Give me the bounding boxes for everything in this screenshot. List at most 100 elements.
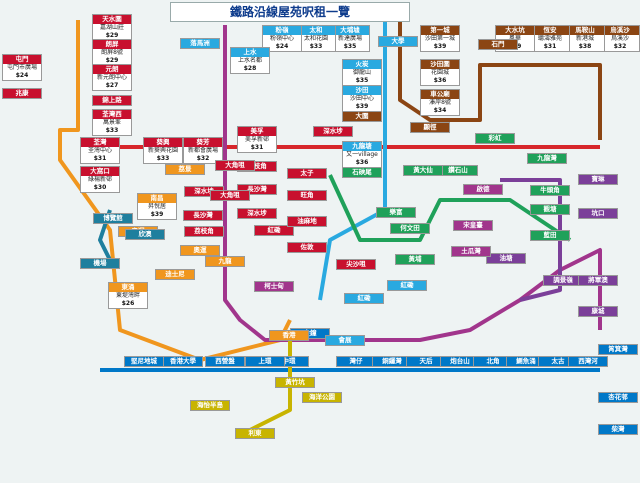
- station-card-tsuen-wan[interactable]: 荃灣荃灣中心$31: [80, 137, 120, 164]
- station-card-kennedy-town[interactable]: 堅尼地城: [124, 356, 164, 367]
- station-card-mong-kok[interactable]: 旺角: [287, 190, 327, 201]
- station-card-hung-hom[interactable]: 紅磡: [254, 225, 294, 236]
- station-card-ho-man-tin[interactable]: 何文田: [390, 223, 430, 234]
- station-card-sunny-bay[interactable]: 欣澳: [125, 229, 165, 240]
- station-card-mei-foo[interactable]: 美孚美孚新邨$31: [237, 126, 277, 153]
- station-name: 美孚: [238, 127, 276, 136]
- station-card-wong-tai-sin[interactable]: 黃大仙: [403, 165, 443, 176]
- station-card-ocean-park[interactable]: 海洋公園: [302, 392, 342, 403]
- station-card-sham-shui-po-2[interactable]: 深水埗: [237, 208, 277, 219]
- station-card-tai-wo[interactable]: 太和太和花園$33: [296, 25, 336, 52]
- station-card-tseung-kwan-o[interactable]: 將軍澳: [578, 275, 618, 286]
- station-card-tung-chung[interactable]: 東涌東堤灣畔$26: [108, 282, 148, 309]
- station-card-shau-kei-wan[interactable]: 筲箕灣: [598, 344, 638, 355]
- station-card-po-lam[interactable]: 寶琳: [578, 174, 618, 185]
- station-name: 九龍: [206, 257, 244, 266]
- line-tung-chung: [58, 20, 292, 362]
- station-card-siu-hong[interactable]: 兆康: [2, 88, 42, 99]
- station-card-lai-king[interactable]: 荔景: [165, 164, 205, 175]
- station-card-first-city[interactable]: 第一城沙田第一城$39: [420, 25, 460, 52]
- station-card-heng-on[interactable]: 恆安聽濤雅苑$31: [530, 25, 570, 52]
- station-card-tsim-sha-tsui[interactable]: 尖沙咀: [336, 259, 376, 270]
- station-card-sheung-shui[interactable]: 上水上水名都$28: [230, 47, 270, 74]
- station-card-tiu-keng-leng[interactable]: 調景嶺: [543, 275, 583, 286]
- station-card-cheung-sha-wan-2[interactable]: 長沙灣: [237, 184, 277, 195]
- station-card-tai-po-market[interactable]: 大埔墟新達廣場$35: [330, 25, 370, 52]
- station-card-sha-tin-wai[interactable]: 沙田圍花園城$36: [420, 59, 460, 86]
- station-card-hong-kong[interactable]: 香港: [269, 330, 309, 341]
- station-card-tai-kok-tsui[interactable]: 大角咀: [210, 190, 250, 201]
- station-card-tuen-mun[interactable]: 屯門屯門市廣場$24: [2, 54, 42, 81]
- station-card-choi-hung[interactable]: 彩虹: [475, 133, 515, 144]
- station-card-tai-wo-hau[interactable]: 大窩口綠楊新邨$30: [80, 166, 120, 193]
- station-name: 粉嶺: [263, 26, 301, 35]
- station-card-olympic-2[interactable]: 奧運: [180, 245, 220, 256]
- station-card-yuen-long[interactable]: 元朗新元朗中心$27: [92, 64, 132, 91]
- station-card-university[interactable]: 大學: [378, 36, 418, 47]
- station-card-lam-tin[interactable]: 藍田: [530, 230, 570, 241]
- estate-name: 朗屏8號: [101, 49, 123, 56]
- estate-name: 聽濤雅苑: [537, 35, 562, 42]
- station-card-shek-mun[interactable]: 石門: [478, 39, 518, 50]
- station-card-kai-tak[interactable]: 啟德: [463, 184, 503, 195]
- station-card-wan-chai[interactable]: 灣仔: [336, 356, 376, 367]
- station-card-sha-tin[interactable]: 沙田沙田中心$39: [342, 85, 382, 112]
- station-card-sai-wan-ho[interactable]: 西灣河: [568, 356, 608, 367]
- station-card-austin[interactable]: 柯士甸: [254, 281, 294, 292]
- station-card-kowloon-bay[interactable]: 九龍灣: [527, 153, 567, 164]
- station-card-ma-on-shan[interactable]: 馬鞍山新港城$38: [565, 25, 605, 52]
- station-name: 荃灣: [81, 138, 119, 147]
- station-card-hung-hom-2[interactable]: 紅磡: [344, 293, 384, 304]
- station-card-lei-tung[interactable]: 利東: [235, 428, 275, 439]
- station-card-yau-tong[interactable]: 油塘: [486, 253, 526, 264]
- station-card-prince-edward[interactable]: 太子: [287, 168, 327, 179]
- station-card-wu-kai-sha[interactable]: 烏溪沙烏溪沙$32: [600, 25, 640, 52]
- station-card-che-kung-temple[interactable]: 車公廟溱岸8號$34: [420, 89, 460, 116]
- station-card-kwun-tong[interactable]: 觀塘: [530, 204, 570, 215]
- station-card-kam-sheung-road[interactable]: 錦上路: [92, 95, 132, 106]
- station-card-south-horizons[interactable]: 海怡半島: [190, 400, 230, 411]
- rent-price: $39: [150, 211, 164, 218]
- station-card-airport[interactable]: 機場: [80, 258, 120, 269]
- station-card-kwai-fong[interactable]: 葵芳新都會廣場$32: [183, 137, 223, 164]
- station-card-tai-wai[interactable]: 大圍: [342, 111, 382, 122]
- station-card-hang-hau[interactable]: 坑口: [578, 208, 618, 219]
- station-card-disneyland[interactable]: 迪士尼: [155, 269, 195, 280]
- station-card-tin-shui-wai[interactable]: 天水圍嘉湖山莊$29: [92, 14, 132, 41]
- station-card-heng-fa-chuen[interactable]: 杏花邨: [598, 392, 638, 403]
- station-card-diamond-hill[interactable]: 鑽石山: [438, 165, 478, 176]
- station-card-sai-ying-pun[interactable]: 西營盤: [205, 356, 245, 367]
- station-card-jordan[interactable]: 佐敦: [287, 242, 327, 253]
- station-card-ho-man-tin-2[interactable]: 紅磡: [387, 280, 427, 291]
- station-card-sheung-wan[interactable]: 上環: [245, 356, 285, 367]
- station-card-nam-cheong[interactable]: 南昌昇悅居$39: [137, 193, 177, 220]
- station-card-lok-fu[interactable]: 樂富: [376, 207, 416, 218]
- station-card-hin-keng[interactable]: 顯徑: [410, 122, 450, 133]
- station-card-lok-ma-chau[interactable]: 落馬洲: [180, 38, 220, 49]
- station-name: 杏花邨: [599, 393, 637, 402]
- station-card-sham-shui-po-3[interactable]: 深水埗: [313, 126, 353, 137]
- station-card-lai-chi-kok[interactable]: 荔枝角: [184, 226, 224, 237]
- station-card-yau-ma-tei[interactable]: 油麻地: [287, 216, 327, 227]
- station-card-wong-chuk-hang[interactable]: 黃竹坑: [275, 377, 315, 388]
- station-card-shek-kip-mei[interactable]: 石硤尾: [342, 167, 382, 178]
- station-card-fo-tan[interactable]: 火炭御龍山$35: [342, 59, 382, 86]
- station-card-tai-kok-tsui-2[interactable]: 大角咀: [215, 160, 255, 171]
- station-card-to-kwa-wan[interactable]: 土瓜灣: [451, 246, 491, 257]
- station-card-kowloon[interactable]: 九龍: [205, 256, 245, 267]
- station-card-kowloon-tong[interactable]: 九龍塘又一village$36: [342, 141, 382, 168]
- station-card-fanling[interactable]: 粉嶺粉嶺中心$24: [262, 25, 302, 52]
- station-card-long-ping[interactable]: 朗屏朗屏8號$29: [92, 39, 132, 66]
- station-card-whampoa[interactable]: 黃埔: [395, 254, 435, 265]
- station-card-asia-world-expo[interactable]: 博覽館: [93, 213, 133, 224]
- station-card-hku[interactable]: 香港大學: [163, 356, 203, 367]
- station-card-exhibition[interactable]: 會展: [325, 335, 365, 346]
- station-card-kwai-hing[interactable]: 葵興新葵興花園$33: [143, 137, 183, 164]
- station-card-tsuen-wan-west[interactable]: 荃灣西萬景峯$33: [92, 109, 132, 136]
- station-card-lohas-park[interactable]: 康城: [578, 306, 618, 317]
- station-card-sung-wong-toi[interactable]: 宋皇臺: [453, 220, 493, 231]
- station-card-cheung-sha-wan[interactable]: 長沙灣: [183, 210, 223, 221]
- station-card-chai-wan[interactable]: 柴灣: [598, 424, 638, 435]
- station-card-ngau-tau-kok[interactable]: 牛頭角: [530, 185, 570, 196]
